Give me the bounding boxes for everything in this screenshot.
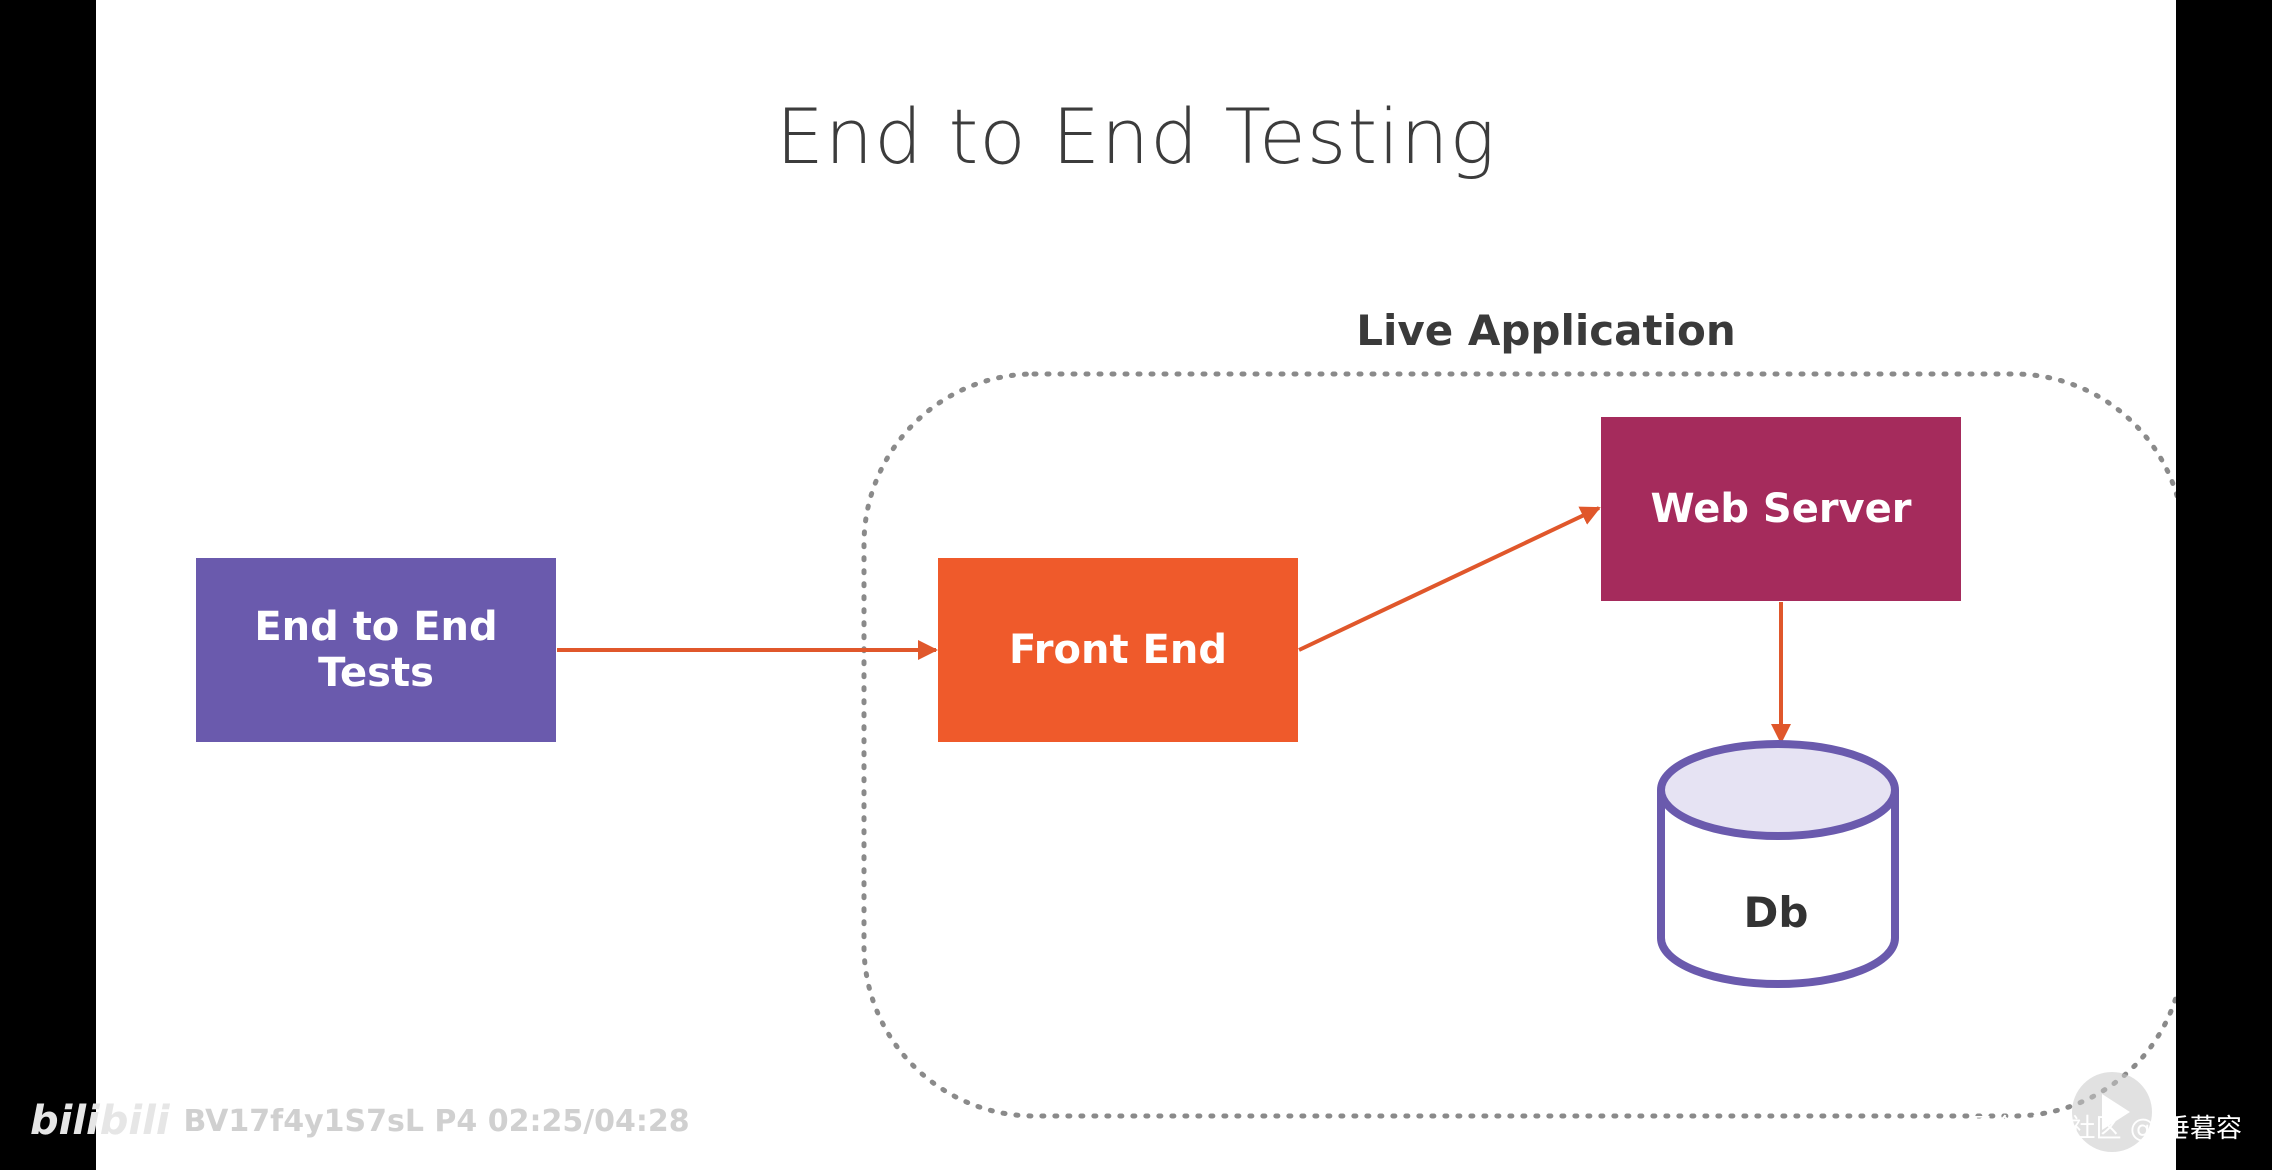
diagram-canvas	[557, 371, 2176, 1119]
credit-text: 掘金技术社区 @ 垂暮容	[1965, 1114, 2242, 1144]
arrow-frontend-to-webserver	[1298, 506, 1601, 652]
front-end-node: Front End	[938, 558, 1298, 742]
slide-title: End to End Testing	[775, 92, 1497, 181]
video-id-timestamp: BV17f4y1S7sL P4 02:25/04:28	[183, 1103, 690, 1139]
db-label: Db	[1743, 888, 1809, 937]
database-cylinder	[1657, 740, 1899, 988]
e2e-tests-node: End to End Tests	[196, 558, 556, 742]
bilibili-logo: bilibili	[30, 1098, 170, 1144]
web-server-node: Web Server	[1601, 417, 1961, 601]
front-end-label: Front End	[1009, 627, 1227, 673]
live-application-boundary	[861, 371, 2176, 1119]
web-server-label: Web Server	[1650, 486, 1912, 532]
video-watermark: bilibili BV17f4y1S7sL P4 02:25/04:28	[30, 1098, 690, 1144]
slide: End to End Testing Live Application End …	[96, 0, 2176, 1170]
play-icon[interactable]	[2072, 1072, 2152, 1152]
live-application-label: Live Application	[1356, 306, 1736, 355]
e2e-tests-label-line2: Tests	[318, 650, 434, 696]
e2e-tests-label-line1: End to End	[254, 604, 498, 650]
